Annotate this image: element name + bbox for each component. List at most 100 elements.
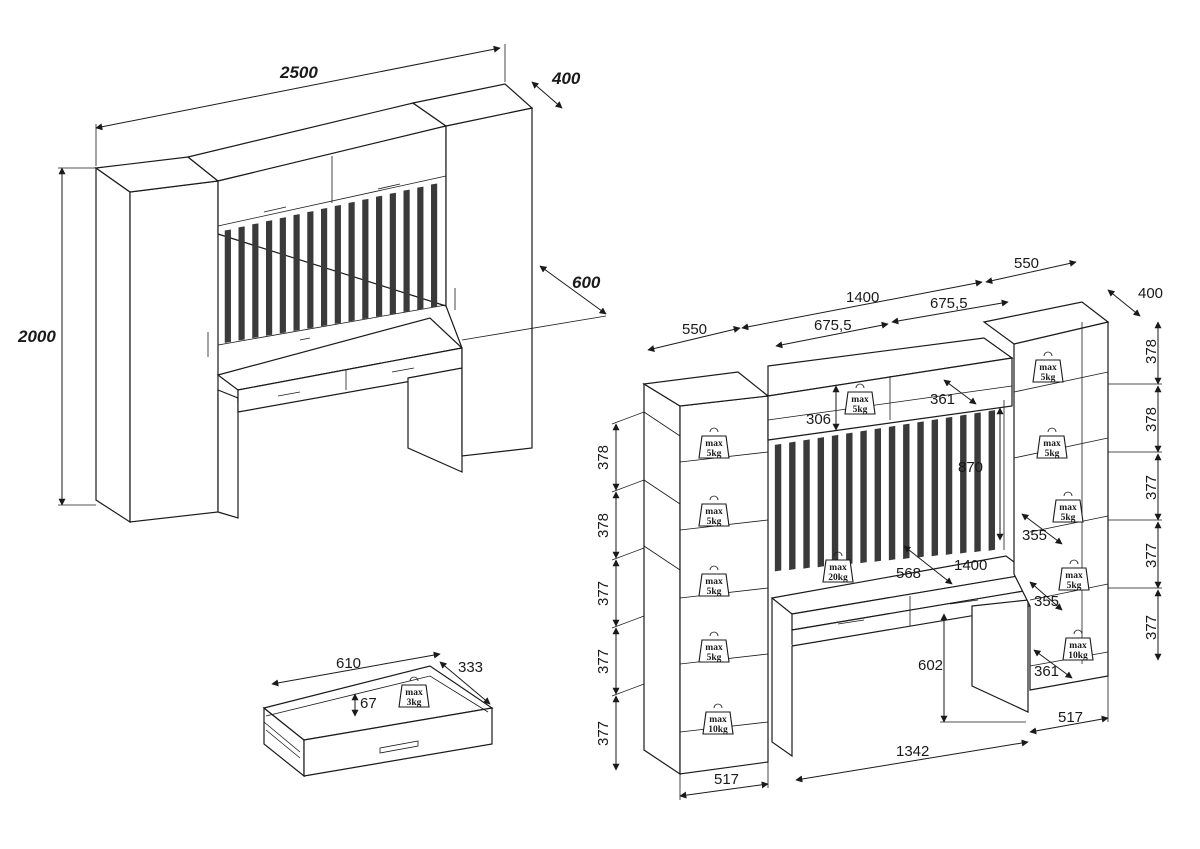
svg-text:3kg: 3kg xyxy=(407,698,422,708)
slat xyxy=(846,432,853,565)
right-cabinet-depth-label: 400 xyxy=(1138,285,1163,302)
slat xyxy=(389,192,396,315)
svg-text:max: max xyxy=(1069,641,1087,651)
svg-text:max: max xyxy=(705,643,723,653)
overview-drawing: 2500 400 2000 600 xyxy=(17,44,607,524)
desk-depth-label: 600 xyxy=(572,273,601,292)
slat xyxy=(238,226,245,341)
slat xyxy=(224,229,231,343)
slat xyxy=(960,414,967,554)
center-shelf-depth-label: 361 xyxy=(930,391,955,408)
svg-text:5kg: 5kg xyxy=(707,517,722,527)
slat xyxy=(988,410,996,551)
slat xyxy=(362,198,369,320)
center-width-label: 1400 xyxy=(846,289,879,306)
svg-text:5kg: 5kg xyxy=(1045,449,1060,459)
slat xyxy=(860,430,867,564)
svg-text:5kg: 5kg xyxy=(1067,581,1082,591)
slat xyxy=(974,412,981,553)
svg-text:5kg: 5kg xyxy=(853,405,868,415)
svg-text:20kg: 20kg xyxy=(828,573,848,583)
slat xyxy=(945,416,953,555)
svg-text:max: max xyxy=(1039,363,1057,373)
svg-text:max: max xyxy=(851,395,869,405)
left-height-3-label: 377 xyxy=(595,581,612,606)
left-height-2-label: 378 xyxy=(595,513,612,538)
top-depth-label: 400 xyxy=(551,69,581,88)
svg-text:max: max xyxy=(829,563,847,573)
right-shelf-depth-1-label: 355 xyxy=(1022,527,1047,544)
left-height-5-label: 377 xyxy=(595,721,612,746)
svg-text:5kg: 5kg xyxy=(1041,373,1056,383)
right-cabinet-width-label: 550 xyxy=(1014,255,1039,272)
desk-inner-width-label: 1342 xyxy=(896,743,929,760)
center-right-bay-label: 675,5 xyxy=(930,295,968,312)
slat xyxy=(903,423,910,559)
slat xyxy=(774,443,782,572)
svg-text:5kg: 5kg xyxy=(707,653,722,663)
left-base-width-label: 517 xyxy=(714,771,739,788)
overview-slatted-panel xyxy=(224,183,438,343)
drawer-height-label: 67 xyxy=(360,695,377,712)
center-shelf-height-label: 306 xyxy=(806,411,831,428)
slat xyxy=(348,201,355,322)
drawer-detail: 610 333 67 max 3kg xyxy=(262,651,494,778)
weight-icon: max 3kg xyxy=(398,676,430,708)
svg-text:5kg: 5kg xyxy=(707,587,722,597)
slat xyxy=(252,223,259,339)
slat xyxy=(831,434,839,566)
slat xyxy=(279,217,286,334)
back-panel-height-label: 870 xyxy=(958,459,983,476)
svg-text:max: max xyxy=(405,688,423,698)
desk-width-dim-label: 1400 xyxy=(954,557,987,574)
slat xyxy=(431,183,438,308)
left-height-4-label: 377 xyxy=(595,649,612,674)
slat xyxy=(789,441,796,570)
desk-leg-height-label: 602 xyxy=(918,657,943,674)
slat xyxy=(334,204,341,324)
slat xyxy=(307,211,314,329)
slat xyxy=(917,421,924,558)
slat xyxy=(931,419,939,557)
left-cabinet-width-label: 550 xyxy=(682,321,707,338)
slat xyxy=(417,186,424,310)
left-height-1-label: 378 xyxy=(595,445,612,470)
svg-text:max: max xyxy=(1059,503,1077,513)
detail-drawing: 550 1400 675,5 675,5 550 400 306 361 870… xyxy=(595,255,1163,800)
right-shelf-depth-2-label: 355 xyxy=(1034,593,1059,610)
svg-text:5kg: 5kg xyxy=(707,449,722,459)
svg-text:max: max xyxy=(709,715,727,725)
svg-text:max: max xyxy=(1065,571,1083,581)
drawer-width-label: 610 xyxy=(336,655,361,672)
slat xyxy=(403,189,410,312)
slat xyxy=(817,437,825,568)
svg-text:max: max xyxy=(1043,439,1061,449)
svg-text:max: max xyxy=(705,577,723,587)
svg-text:max: max xyxy=(705,439,723,449)
right-shelf-depth-3-label: 361 xyxy=(1034,663,1059,680)
svg-text:max: max xyxy=(705,507,723,517)
slat xyxy=(888,425,896,561)
right-height-4-label: 377 xyxy=(1143,543,1160,568)
slat xyxy=(376,195,383,317)
slat xyxy=(803,439,810,569)
svg-text:5kg: 5kg xyxy=(1061,513,1076,523)
overall-height-label: 2000 xyxy=(17,327,56,346)
slat xyxy=(293,214,300,331)
center-left-bay-label: 675,5 xyxy=(814,317,852,334)
slat xyxy=(321,208,328,327)
right-height-5-label: 377 xyxy=(1143,615,1160,640)
